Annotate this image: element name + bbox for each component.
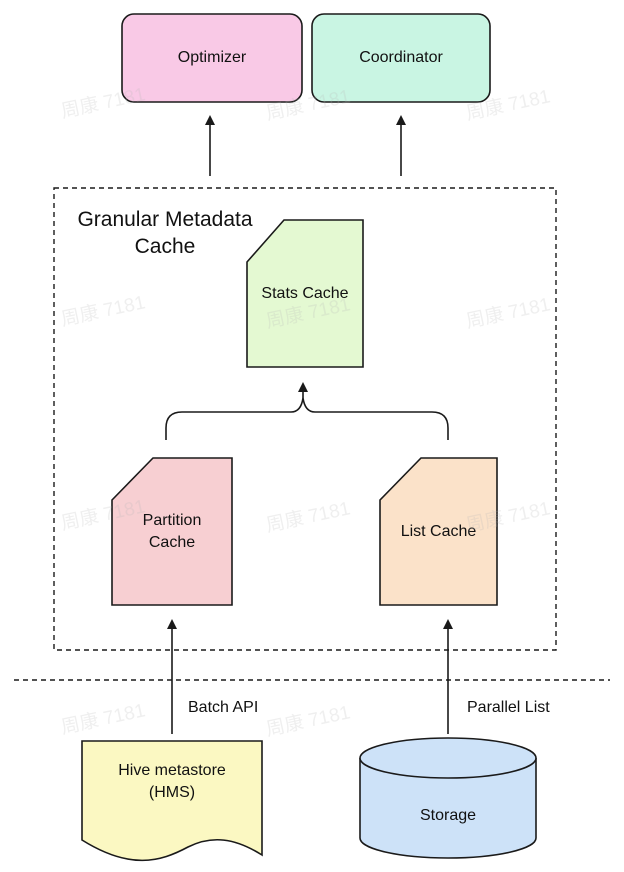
merge-brace-connector bbox=[165, 397, 449, 440]
granular-metadata-cache-group bbox=[53, 187, 557, 651]
list-cache-label: List Cache bbox=[400, 522, 477, 540]
storage-node-shape bbox=[359, 758, 537, 859]
storage-node-top bbox=[359, 737, 537, 779]
partition-cache-node-shape bbox=[111, 457, 233, 606]
batch-api-label: Batch API bbox=[188, 699, 259, 716]
stats-cache-label: Stats Cache bbox=[261, 284, 349, 302]
coordinator-node-shape bbox=[311, 13, 491, 103]
group-title: Granular Metadata Cache bbox=[77, 208, 253, 258]
partition-cache-label: Partition Cache bbox=[142, 511, 202, 551]
optimizer-node-shape bbox=[121, 13, 303, 103]
storage-label: Storage bbox=[419, 807, 477, 824]
coordinator-label: Coordinator bbox=[359, 49, 443, 66]
stats-cache-node-shape bbox=[246, 219, 364, 368]
parallel-list-label: Parallel List bbox=[467, 699, 550, 716]
optimizer-label: Optimizer bbox=[177, 49, 247, 66]
hive-metastore-node-shape bbox=[81, 740, 263, 862]
list-cache-node-shape bbox=[379, 457, 498, 606]
hive-metastore-label: Hive metastore (HMS) bbox=[118, 762, 226, 801]
